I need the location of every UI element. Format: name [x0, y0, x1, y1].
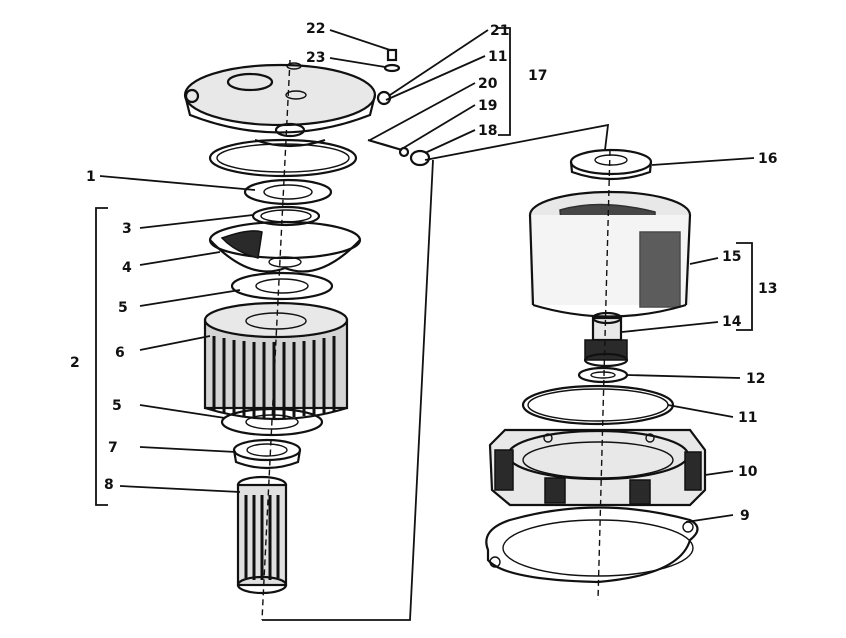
- callout-12: 12: [746, 371, 765, 387]
- axis-right: [597, 149, 611, 601]
- seal-ring-1-inner: [263, 184, 313, 200]
- assembly-link-line: [262, 159, 434, 621]
- callout-16: 16: [758, 151, 777, 167]
- callout-7: 7: [108, 440, 118, 456]
- callout-14: 14: [722, 314, 742, 330]
- housing-10: [488, 428, 707, 507]
- filter-cover: [183, 62, 392, 148]
- cone-plate-4: [208, 220, 362, 273]
- callout-23: 23: [306, 50, 325, 66]
- o-ring-12-inner: [590, 371, 616, 379]
- base-gasket-9: [485, 506, 699, 584]
- cover-gasket: [208, 138, 358, 178]
- axis-left: [261, 59, 291, 621]
- filter-bowl-15: [528, 190, 692, 318]
- callout-21: 21: [490, 23, 509, 39]
- callout-5-top: 5: [118, 300, 128, 316]
- o-ring-12: [577, 366, 629, 384]
- callout-19: 19: [478, 98, 497, 114]
- callout-8: 8: [104, 477, 114, 493]
- callout-18: 18: [478, 123, 497, 139]
- callout-11-lower: 11: [738, 410, 757, 426]
- callout-15: 15: [722, 249, 741, 265]
- callout-4: 4: [122, 260, 132, 276]
- callout-20: 20: [478, 76, 498, 92]
- callout-17: 17: [528, 68, 547, 84]
- callout-5-bottom: 5: [112, 398, 122, 414]
- cover-bolt: [383, 48, 401, 73]
- screen-tube-8: [236, 475, 288, 595]
- callout-2: 2: [70, 355, 80, 371]
- leader-lines: [99, 29, 755, 523]
- cover-gasket-inner: [216, 143, 350, 173]
- callout-3: 3: [122, 221, 132, 237]
- gasket-5-bottom: [220, 407, 324, 437]
- bracket-13: [736, 242, 753, 331]
- callout-22: 22: [306, 21, 325, 37]
- spring-ring-3: [251, 205, 321, 227]
- callout-13: 13: [758, 281, 777, 297]
- callout-11-upper: 11: [488, 49, 507, 65]
- bracket-2: [95, 207, 108, 506]
- filter-element-6: [203, 301, 349, 421]
- spring-ring-3-inner: [260, 209, 312, 223]
- gasket-11-lower: [521, 384, 675, 426]
- top-ring-16: [569, 148, 653, 181]
- gasket-11-lower-inner: [527, 388, 669, 422]
- seal-ring-1: [243, 178, 333, 206]
- drain-screw-set: [367, 138, 431, 167]
- gasket-5-top: [230, 271, 334, 301]
- callout-10: 10: [738, 464, 758, 480]
- gasket-5-top-inner: [255, 278, 309, 294]
- callout-1: 1: [86, 169, 96, 185]
- assembly-link-top: [424, 123, 610, 161]
- callout-6: 6: [115, 345, 125, 361]
- seal-ring-7: [232, 438, 302, 470]
- fitting-14: [583, 311, 629, 368]
- bracket-17: [498, 27, 511, 136]
- callout-9: 9: [740, 508, 750, 524]
